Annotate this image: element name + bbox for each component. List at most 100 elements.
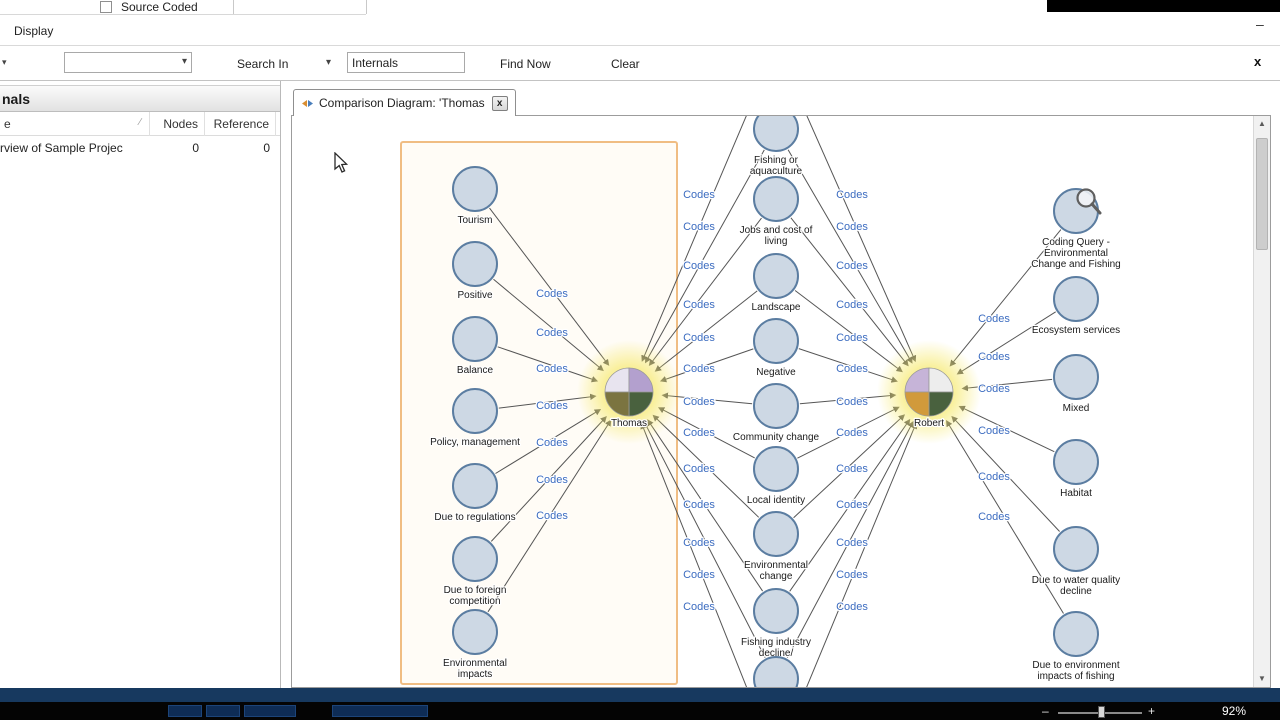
diagram-node[interactable] bbox=[1053, 526, 1099, 572]
magnifier-icon bbox=[1076, 188, 1096, 208]
diagram-node[interactable] bbox=[452, 241, 498, 287]
diagram-node[interactable] bbox=[753, 176, 799, 222]
tab-comparison-diagram[interactable]: Comparison Diagram: 'Thomas x bbox=[293, 89, 516, 116]
codes-label: Codes bbox=[683, 221, 715, 233]
codes-label: Codes bbox=[683, 427, 715, 439]
chevron-down-icon[interactable]: ▾ bbox=[2, 57, 7, 67]
edge bbox=[647, 419, 764, 592]
edge bbox=[956, 311, 1056, 375]
edge bbox=[949, 229, 1062, 367]
column-header-nodes[interactable]: Nodes bbox=[150, 112, 205, 136]
taskbar-item[interactable] bbox=[206, 705, 240, 717]
scroll-down-icon[interactable]: ▼ bbox=[1258, 674, 1266, 683]
node-label: Tourism bbox=[457, 215, 492, 226]
person-node[interactable] bbox=[928, 391, 954, 417]
diagram-node[interactable] bbox=[753, 656, 799, 687]
person-node[interactable] bbox=[604, 391, 630, 417]
minimize-button[interactable]: – bbox=[1256, 16, 1264, 32]
diagram-node[interactable] bbox=[1053, 611, 1099, 657]
diagram-node[interactable] bbox=[452, 536, 498, 582]
person-node[interactable] bbox=[628, 391, 654, 417]
scrollbar-thumb[interactable] bbox=[1256, 138, 1268, 250]
edge bbox=[652, 414, 760, 518]
person-label: Robert bbox=[914, 418, 944, 429]
node-label: Mixed bbox=[1063, 403, 1090, 414]
edge bbox=[797, 406, 900, 459]
codes-label: Codes bbox=[978, 471, 1010, 483]
person-node[interactable] bbox=[904, 367, 930, 393]
node-label: Ecosystem services bbox=[1032, 325, 1120, 336]
codes-label: Codes bbox=[536, 363, 568, 375]
display-label: Display bbox=[14, 24, 54, 38]
diagram-node[interactable] bbox=[753, 446, 799, 492]
find-now-button[interactable]: Find Now bbox=[500, 57, 551, 71]
codes-label: Codes bbox=[683, 189, 715, 201]
diagram-node[interactable] bbox=[1053, 439, 1099, 485]
taskbar-item[interactable] bbox=[168, 705, 202, 717]
taskbar: – + 92% bbox=[0, 702, 1280, 720]
zoom-out-button[interactable]: – bbox=[1042, 704, 1049, 718]
cell-nodes: 0 bbox=[192, 141, 199, 155]
diagram-node[interactable] bbox=[753, 383, 799, 429]
diagram-node[interactable] bbox=[753, 318, 799, 364]
clear-button[interactable]: Clear bbox=[611, 57, 640, 71]
codes-label: Codes bbox=[978, 425, 1010, 437]
taskbar-item[interactable] bbox=[332, 705, 428, 717]
diagram-node[interactable] bbox=[452, 609, 498, 655]
diagram-node[interactable] bbox=[1053, 354, 1099, 400]
vertical-scrollbar[interactable]: ▲ ▼ bbox=[1253, 116, 1270, 687]
diagram-node[interactable] bbox=[452, 166, 498, 212]
codes-label: Codes bbox=[978, 511, 1010, 523]
person-label: Thomas bbox=[611, 418, 647, 429]
diagram-node[interactable] bbox=[753, 253, 799, 299]
diagram-node[interactable] bbox=[753, 116, 799, 152]
edge bbox=[489, 207, 610, 366]
node-label: Policy, management bbox=[430, 437, 520, 448]
cell-reference: 0 bbox=[263, 141, 270, 155]
person-node[interactable] bbox=[628, 367, 654, 393]
codes-label: Codes bbox=[836, 363, 868, 375]
list-item[interactable]: rview of Sample Projec 0 0 bbox=[0, 136, 280, 160]
diagram-node[interactable] bbox=[452, 316, 498, 362]
taskbar-item[interactable] bbox=[244, 705, 296, 717]
edge bbox=[787, 149, 913, 364]
person-node[interactable] bbox=[904, 391, 930, 417]
person-node[interactable] bbox=[928, 367, 954, 393]
codes-label: Codes bbox=[836, 396, 868, 408]
codes-label: Codes bbox=[683, 601, 715, 613]
codes-label: Codes bbox=[836, 499, 868, 511]
diagram-node[interactable] bbox=[753, 511, 799, 557]
edge bbox=[946, 419, 1064, 614]
chevron-down-icon[interactable]: ▾ bbox=[326, 57, 332, 68]
diagram-node[interactable] bbox=[452, 463, 498, 509]
edge bbox=[786, 420, 914, 659]
column-header-name[interactable]: e ∕ bbox=[0, 112, 150, 136]
codes-label: Codes bbox=[683, 499, 715, 511]
scroll-up-icon[interactable]: ▲ bbox=[1258, 119, 1266, 128]
list-header: e ∕ Nodes Reference bbox=[0, 112, 280, 136]
status-strip bbox=[0, 688, 1280, 702]
column-header-reference[interactable]: Reference bbox=[205, 112, 276, 136]
tab-close-button[interactable]: x bbox=[491, 95, 508, 111]
close-find-bar-button[interactable]: x bbox=[1254, 54, 1262, 69]
divider bbox=[366, 0, 367, 14]
magnifier-handle-icon bbox=[1090, 202, 1102, 215]
source-coded-checkbox[interactable] bbox=[100, 1, 112, 13]
zoom-slider-thumb[interactable] bbox=[1098, 706, 1105, 718]
codes-label: Codes bbox=[683, 260, 715, 272]
find-scope-combobox[interactable]: ▾ bbox=[64, 52, 192, 73]
search-scope-input[interactable] bbox=[347, 52, 465, 73]
diagram-node[interactable] bbox=[1053, 276, 1099, 322]
diagram-node[interactable] bbox=[753, 588, 799, 634]
person-node[interactable] bbox=[604, 367, 630, 393]
codes-label: Codes bbox=[683, 396, 715, 408]
codes-label: Codes bbox=[836, 537, 868, 549]
diagram-node[interactable] bbox=[452, 388, 498, 434]
edge bbox=[648, 217, 762, 367]
zoom-in-button[interactable]: + bbox=[1148, 704, 1156, 718]
